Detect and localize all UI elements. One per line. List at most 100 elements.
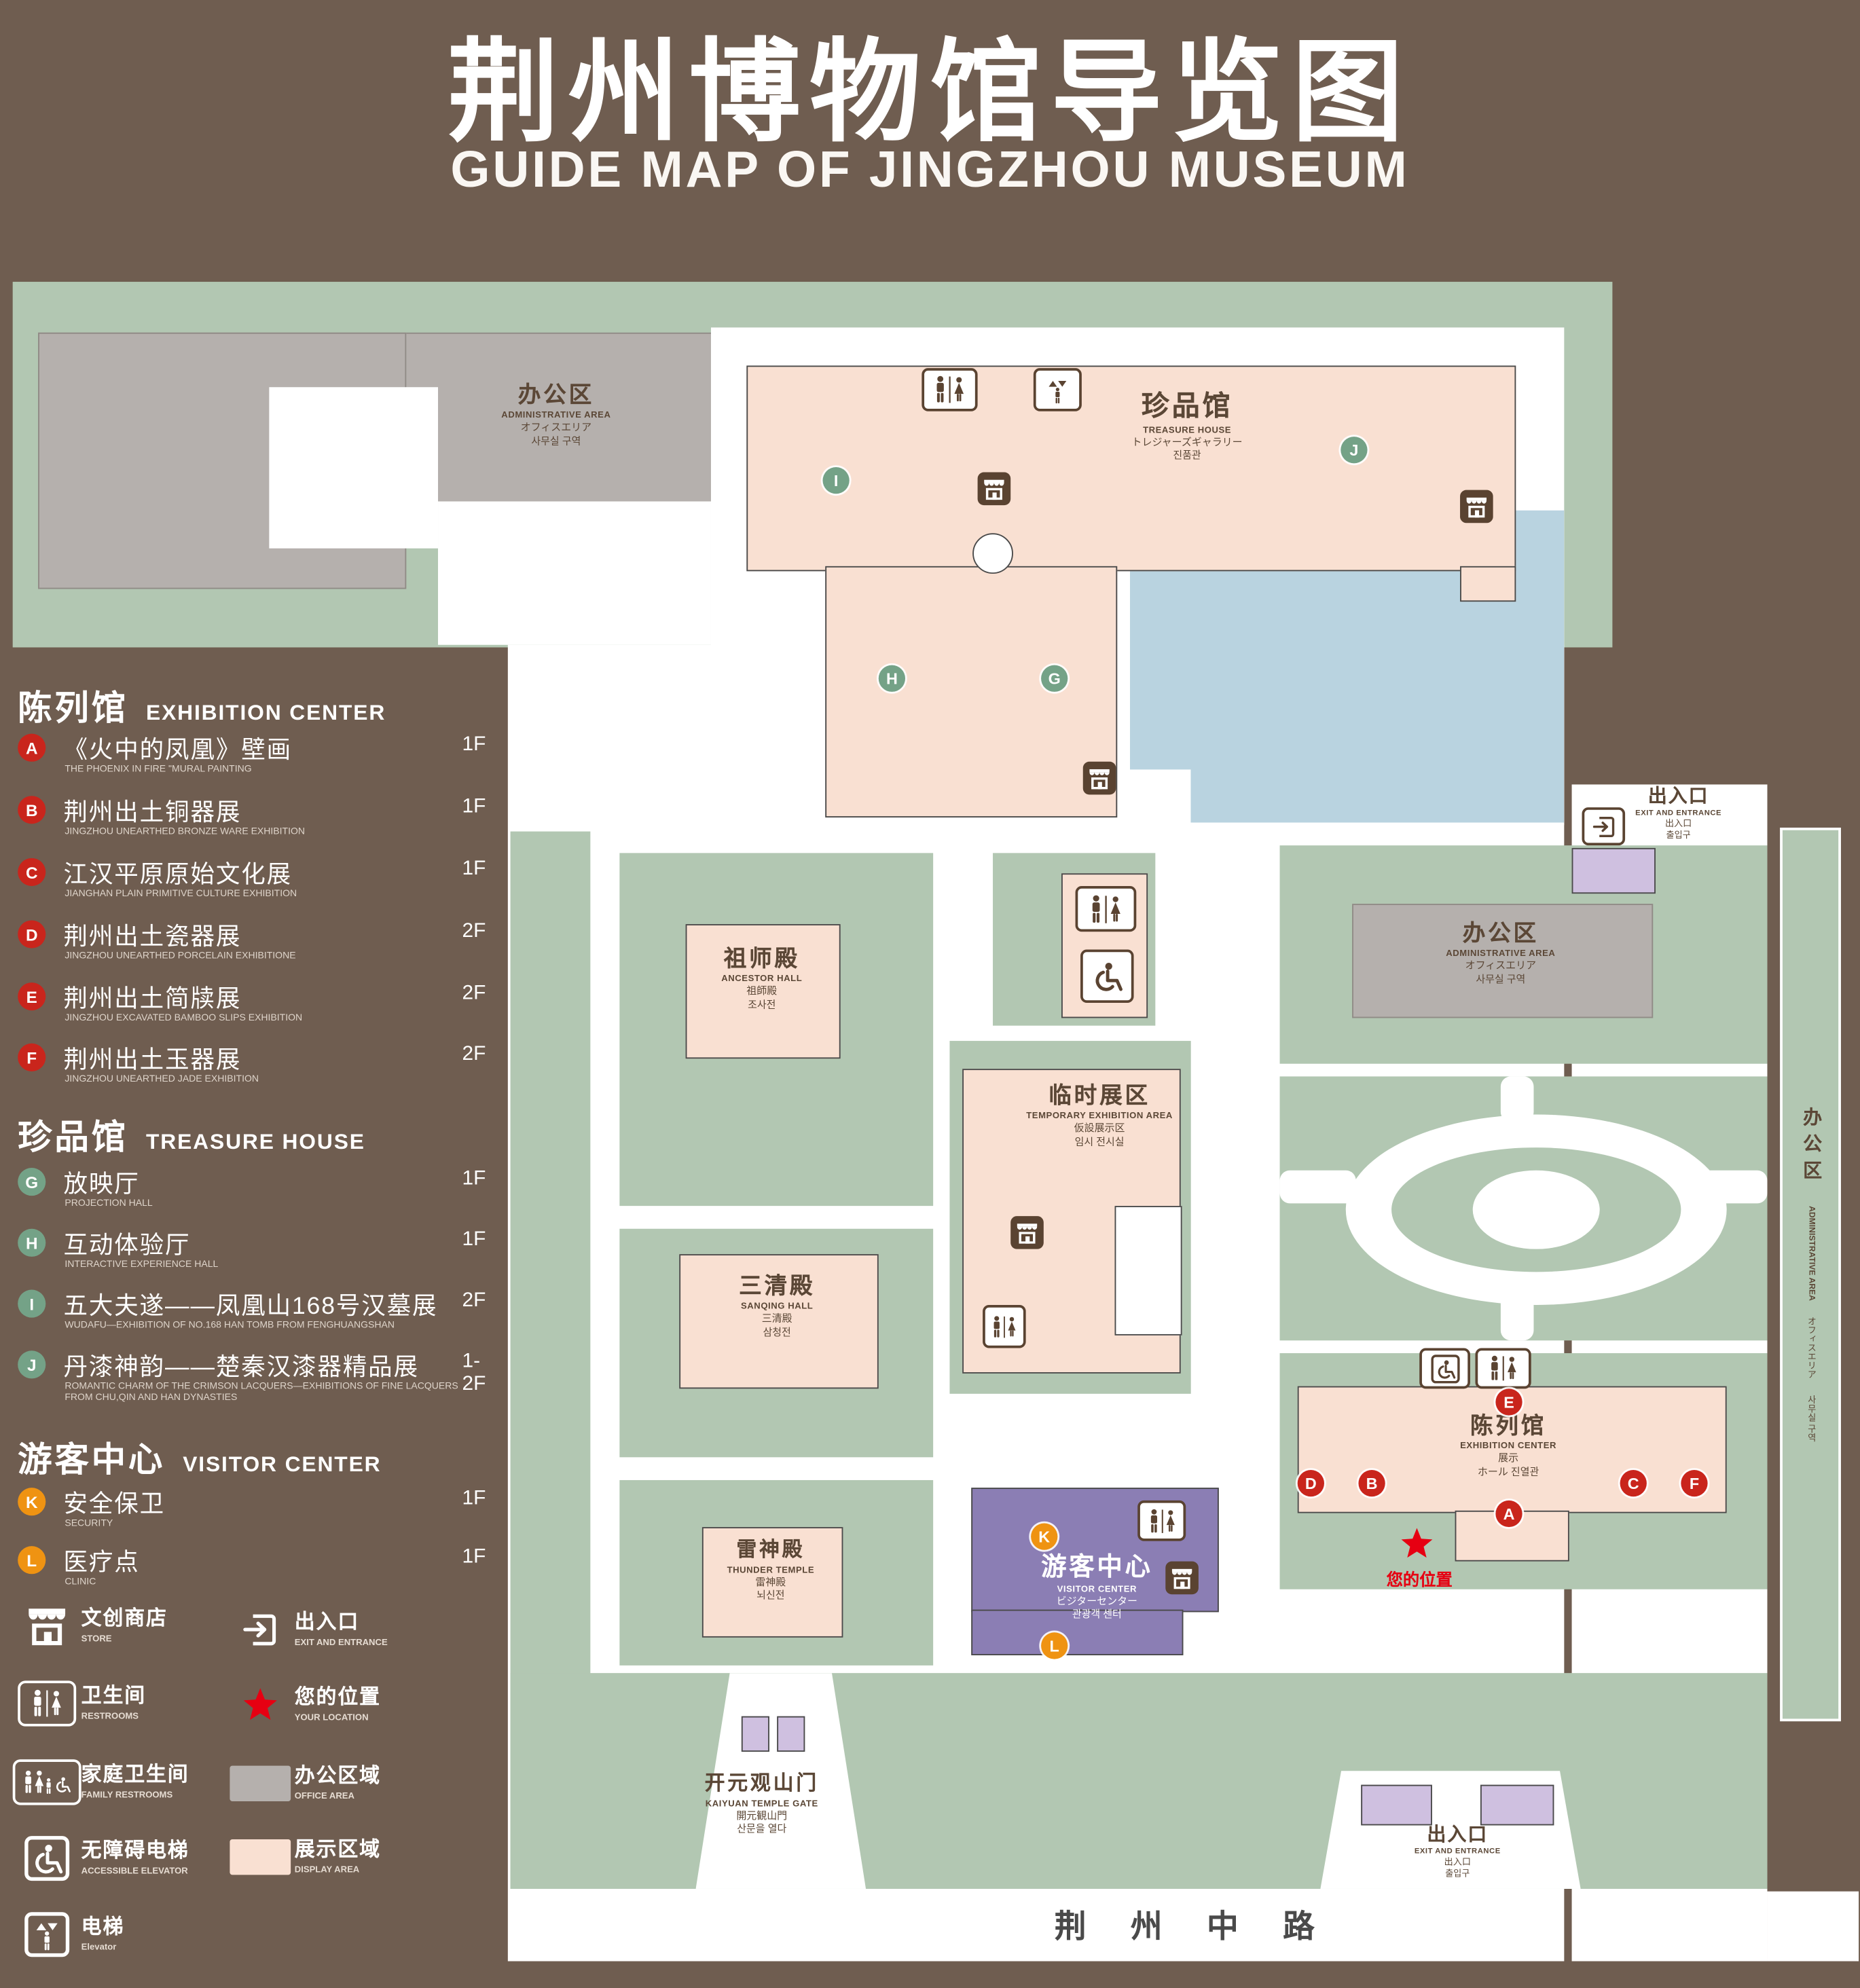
ko-line: 뇌신전 [756,1589,785,1602]
exit-icon [1582,807,1626,846]
legend-item-L: L 医疗点 CLINIC 1F [18,1546,498,1604]
section-zh: 陈列馆 [18,689,128,728]
symbol-zh: 出入口 [294,1612,360,1634]
badge-C: C [18,858,46,886]
restrooms-icon [983,1304,1026,1348]
admin-strip-ko: 사무실 구역 [1806,1394,1816,1441]
symbol-zh: 您的位置 [294,1687,381,1709]
legend-item-E: E 荆州出土简牍展 JINGZHOU EXCAVATED BAMBOO SLIP… [18,982,498,1041]
item-floor: 1F [462,733,486,756]
legend-item-F: F 荆州出土玉器展 JINGZHOU UNEARTHED JADE EXHIBI… [18,1043,498,1102]
label-exit-south: 出入口 EXIT AND ENTRANCE 出入口 출입구 [1415,1823,1501,1881]
label-admin-east: 办公区 ADMINISTRATIVE AREA オフィスエリア 사무실 구역 [1446,919,1555,987]
zh-line: 祖师殿 [723,945,800,972]
zh-line: 陈列馆 [1470,1412,1547,1439]
zh-line: 游客中心 [1041,1553,1153,1582]
label-kaiyuan-gate: 开元观山门 KAIYUAN TEMPLE GATE 開元観山門 산문을 열다 [705,1772,819,1837]
ja-line: ビジターセンター [1056,1596,1138,1608]
page-subtitle: GUIDE MAP OF JINGZHOU MUSEUM [450,142,1410,198]
en-line: SANQING HALL [740,1302,814,1312]
store-icon [1082,761,1116,795]
legend-item-D: D 荆州出土瓷器展 JINGZHOU UNEARTHED PORCELAIN E… [18,920,498,978]
legend-item-G: G 放映厅 PROJECTION HALL 1F [18,1168,498,1226]
item-zh: 江汉平原原始文化展 [63,862,293,889]
symbol-en: RESTROOMS [81,1712,139,1721]
item-zh: 丹漆神韵——楚秦汉漆器精品展 [63,1354,419,1382]
treasure-house-wing-east [1460,566,1516,602]
label-admin-strip: 办公区 ADMINISTRATIVE AREA オフィスエリア 사무실 구역 [1799,1107,1822,1441]
office-area-swatch [230,1765,291,1801]
item-floor: 2F [462,920,486,942]
en-line: ADMINISTRATIVE AREA [1446,950,1556,959]
garden-path-east [1691,1170,1768,1204]
map-marker-D: D [1297,1469,1324,1497]
item-en: JIANGHAN PLAIN PRIMITIVE CULTURE EXHIBIT… [65,887,297,899]
path-below-admin [438,501,711,645]
en-line: KAIYUAN TEMPLE GATE [705,1799,818,1809]
admin-strip-east: 办公区 ADMINISTRATIVE AREA オフィスエリア 사무실 구역 [1780,827,1841,1722]
display-area-swatch [230,1839,291,1875]
zh-line: 雷神殿 [736,1539,805,1562]
treasure-house-rotunda [972,533,1013,574]
item-floor: 2F [462,1289,486,1312]
badge-I: I [18,1289,46,1318]
item-zh: 荆州出土玉器展 [63,1047,242,1074]
south-exit-booth-east [1480,1784,1554,1826]
zh-line: 开元观山门 [704,1773,819,1795]
legend-item-A: A 《火中的凤凰》壁画 THE PHOENIX IN FIRE "MURAL P… [18,733,498,792]
store-icon [1460,490,1493,523]
item-floor: 1F [462,858,486,880]
symbol-en: STORE [81,1634,112,1644]
accessible-elevator-icon [1419,1348,1470,1389]
label-visitor-center: 游客中心 VISITOR CENTER ビジターセンター 관광객 센터 [1041,1551,1153,1622]
label-exit-north: 出入口 EXIT AND ENTRANCE 出入口 출입구 [1635,784,1721,842]
en-line: THUNDER TEMPLE [727,1566,815,1575]
ko-line: 사무실 구역 [531,435,581,447]
map-marker-B: B [1358,1469,1385,1497]
garden-path-west [1279,1170,1356,1204]
zh-line: 出入口 [1647,786,1709,808]
map-marker-K: K [1031,1523,1058,1550]
badge-K: K [18,1488,46,1516]
exit-icon [238,1610,283,1651]
ancestor-hall-building [685,924,841,1059]
treasure-house-building [746,365,1516,572]
item-zh: 《火中的凤凰》壁画 [63,737,293,765]
symbol-zh: 卫生间 [81,1685,147,1708]
store-icon [977,472,1011,506]
badge-A: A [18,733,46,762]
item-floor: 1F [462,1488,486,1509]
item-floor: 1F [462,1168,486,1190]
legend-section-treasure-house: 珍品馆 TREASURE HOUSE [18,1109,365,1159]
en-line: TREASURE HOUSE [1143,426,1232,435]
restrooms-icon [1475,1348,1531,1389]
item-zh: 荆州出土简牍展 [63,986,242,1013]
ko-line: 진품관 [1173,449,1201,461]
item-zh: 安全保卫 [63,1491,166,1519]
en-line: ANCESTOR HALL [721,975,803,984]
ja-line: オフィスエリア [1465,960,1537,972]
ko-line: 출입구 [1445,1870,1470,1879]
legend-item-J: J 丹漆神韵——楚秦汉漆器精品展 ROMANTIC CHARM OF THE C… [18,1350,498,1409]
map-marker-J: J [1341,437,1368,464]
symbol-en: FAMILY RESTROOMS [81,1790,173,1800]
item-floor: 2F [462,982,486,1004]
ja-line: 出入口 [1444,1858,1471,1868]
elevator-icon [1033,368,1082,411]
item-zh: 荆州出土铜器展 [63,799,242,827]
ja-line: 三清殿 [761,1313,792,1325]
symbol-zh: 电梯 [81,1917,125,1938]
zh-line: 出入口 [1427,1824,1489,1846]
item-en: INTERACTIVE EXPERIENCE HALL [65,1257,219,1270]
ja-line: 祖師殿 [746,985,778,997]
